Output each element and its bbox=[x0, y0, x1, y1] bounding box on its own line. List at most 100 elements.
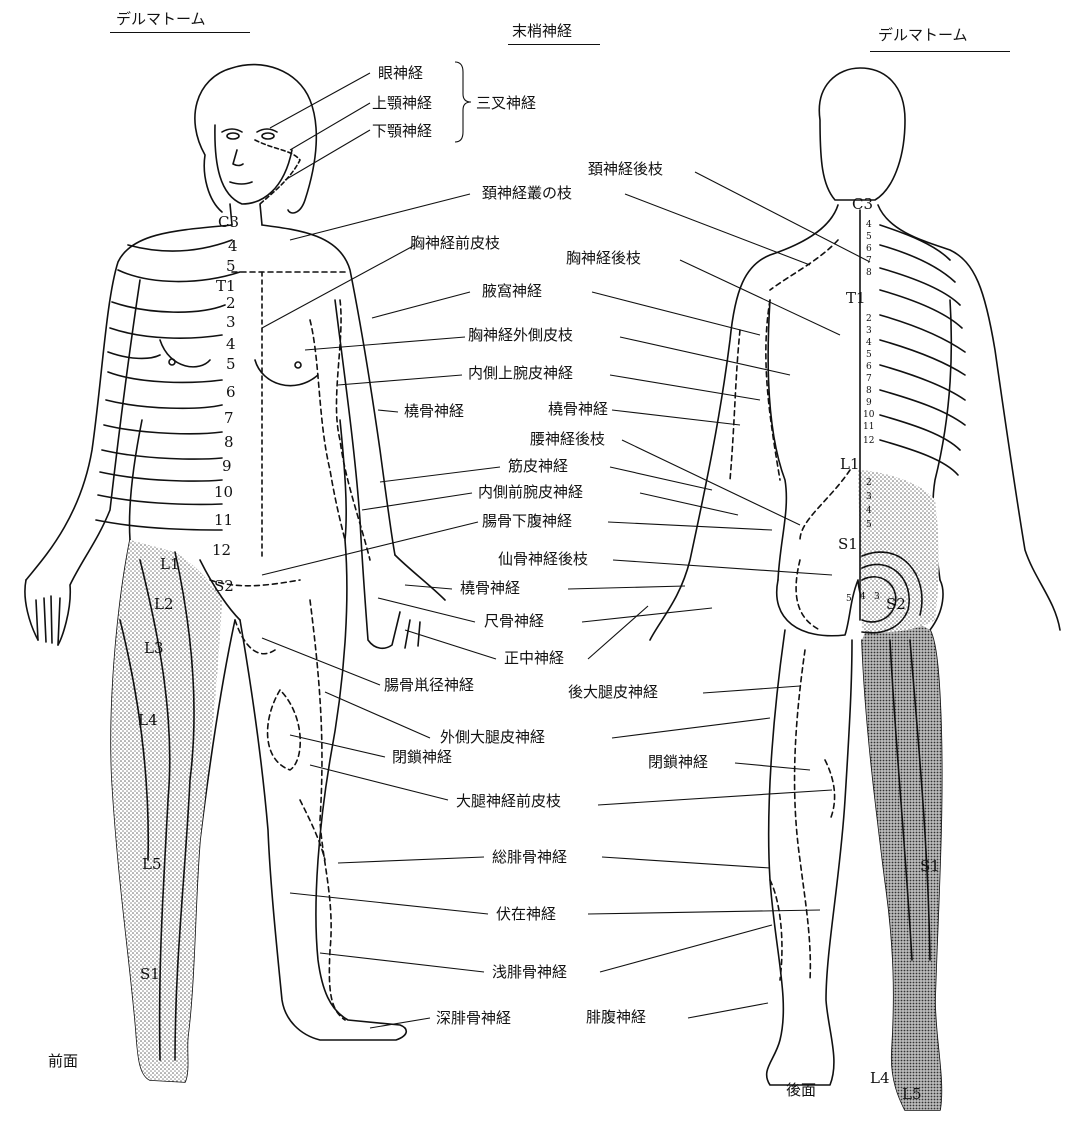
back-head bbox=[819, 68, 905, 200]
header-right: デルマトーム bbox=[878, 24, 968, 45]
leader-iliohypogastric-back bbox=[608, 522, 772, 530]
back-seg-t3: 3 bbox=[866, 326, 872, 336]
front-face-dash bbox=[255, 140, 300, 204]
back-seg-t10: 10 bbox=[863, 410, 874, 420]
label-medial-antebrachial-cutaneous: 内側前腕皮神経 bbox=[478, 483, 583, 501]
front-leg-shade bbox=[111, 540, 222, 1082]
label-medial-brachial-cutaneous: 内側上腕皮神経 bbox=[468, 364, 573, 382]
label-sacral-posterior: 仙骨神経後枝 bbox=[498, 550, 588, 568]
leader-musculocutaneous-front bbox=[380, 467, 500, 482]
back-seg-l2: 2 bbox=[866, 478, 872, 488]
front-hand-left bbox=[36, 596, 60, 645]
front-seg-t1: T1 bbox=[216, 278, 236, 294]
front-seg-l5: L5 bbox=[142, 856, 162, 872]
back-seg-c8: 8 bbox=[866, 268, 872, 278]
label-ulnar: 尺骨神経 bbox=[484, 612, 544, 630]
back-seg-c3: C3 bbox=[852, 196, 873, 212]
label-thoracic-anterior-cutaneous: 胸神経前皮枝 bbox=[410, 234, 500, 252]
front-band-t10 bbox=[98, 495, 222, 504]
leader-femoral-ant-back bbox=[598, 790, 832, 805]
label-obturator-front: 閉鎖神経 bbox=[392, 748, 452, 766]
front-seg-s1: S1 bbox=[140, 966, 160, 982]
back-seg-t12: 12 bbox=[863, 436, 874, 446]
back-seg-t5: 5 bbox=[866, 350, 872, 360]
back-dash-6 bbox=[795, 650, 811, 980]
front-torso-right bbox=[262, 225, 395, 555]
label-trigeminal-nerve: 三叉神経 bbox=[476, 94, 536, 112]
leader-peroneal-back bbox=[602, 857, 770, 868]
leader-med-brachial-back bbox=[610, 375, 760, 400]
front-seg-l1: L1 bbox=[160, 556, 180, 572]
label-optic-nerve: 眼神経 bbox=[378, 64, 423, 82]
leader-median-back bbox=[588, 606, 648, 659]
back-dash-4 bbox=[800, 470, 850, 540]
front-chest bbox=[160, 340, 318, 386]
label-thoracic-lateral-cutaneous: 胸神経外側皮枝 bbox=[468, 326, 573, 344]
back-seg-c6: 6 bbox=[866, 244, 872, 254]
back-seg-s1-upper: S1 bbox=[838, 536, 858, 552]
leader-post-femoral bbox=[703, 686, 800, 693]
leader-radial2-back bbox=[568, 586, 685, 589]
trigeminal-brace bbox=[455, 62, 471, 142]
leader-med-antebrachial-back bbox=[640, 493, 738, 515]
back-seg-s3: 3 bbox=[874, 592, 880, 602]
front-leg-right bbox=[240, 540, 406, 1040]
back-seg-l5-foot: L5 bbox=[902, 1086, 922, 1102]
label-cervical-posterior: 頚神経後枝 bbox=[588, 160, 663, 178]
header-center: 末梢神経 bbox=[512, 20, 572, 41]
leader-obturator-back bbox=[735, 763, 810, 770]
label-mandibular-nerve: 下顎神経 bbox=[372, 122, 432, 140]
back-seg-s5: 5 bbox=[846, 594, 852, 604]
back-seg-t9: 9 bbox=[866, 398, 872, 408]
back-seg-t4: 4 bbox=[866, 338, 872, 348]
leader-lat-cutaneous-front bbox=[305, 337, 465, 350]
back-seg-t7: 7 bbox=[866, 374, 872, 384]
front-seg-l3: L3 bbox=[144, 640, 164, 656]
leader-ant-cutaneous bbox=[262, 245, 415, 328]
label-radial-front: 橈骨神経 bbox=[404, 402, 464, 420]
front-band-c4 bbox=[128, 240, 232, 251]
leader-lines bbox=[262, 62, 870, 1028]
back-seg-t8: 8 bbox=[866, 386, 872, 396]
label-axillary: 腋窩神経 bbox=[482, 282, 542, 300]
front-eyes bbox=[222, 129, 277, 184]
front-seg-l4: L4 bbox=[138, 712, 158, 728]
leader-cervical-plexus-back bbox=[625, 194, 810, 265]
label-sural: 腓腹神経 bbox=[586, 1008, 646, 1026]
label-musculocutaneous: 筋皮神経 bbox=[508, 457, 568, 475]
back-seg-c5: 5 bbox=[866, 232, 872, 242]
label-ilioinguinal: 腸骨鼡径神経 bbox=[384, 676, 474, 694]
view-front-label: 前面 bbox=[48, 1052, 78, 1070]
back-seg-s4: 4 bbox=[860, 592, 866, 602]
back-seg-t11: 11 bbox=[863, 422, 874, 432]
back-shoulders bbox=[650, 205, 1060, 640]
front-seg-t5: 5 bbox=[226, 356, 236, 372]
header-left: デルマトーム bbox=[116, 8, 206, 29]
leader-med-brachial-front bbox=[338, 375, 462, 385]
leader-femoral-ant-front bbox=[310, 765, 448, 800]
front-band-t4 bbox=[108, 352, 160, 358]
back-seg-t2: 2 bbox=[866, 314, 872, 324]
back-seg-c4: 4 bbox=[866, 220, 872, 230]
leader-radial-back bbox=[612, 410, 740, 425]
leader-lat-femoral-front bbox=[325, 692, 430, 738]
leader-obturator-front bbox=[290, 735, 385, 757]
leader-saphenous-front bbox=[290, 893, 488, 914]
front-band-t2 bbox=[112, 302, 225, 312]
back-seg-t1: T1 bbox=[846, 290, 866, 306]
leader-sup-peroneal-back bbox=[600, 925, 772, 972]
label-radial-back: 橈骨神経 bbox=[548, 400, 608, 418]
label-common-peroneal: 総腓骨神経 bbox=[492, 848, 567, 866]
label-femoral-anterior-cutaneous: 大腿神経前皮枝 bbox=[456, 792, 561, 810]
front-band-t7 bbox=[104, 425, 222, 434]
back-figure bbox=[650, 68, 1060, 1110]
label-deep-peroneal: 深腓骨神経 bbox=[436, 1009, 511, 1027]
header-right-underline bbox=[870, 51, 1010, 52]
front-band-t8 bbox=[102, 450, 222, 459]
label-median: 正中神経 bbox=[504, 649, 564, 667]
front-seg-t12: 12 bbox=[212, 542, 231, 558]
back-seg-s1-leg: S1 bbox=[920, 858, 940, 874]
label-posterior-femoral-cutaneous: 後大腿皮神経 bbox=[568, 683, 658, 701]
leader-ilioinguinal bbox=[262, 638, 380, 685]
